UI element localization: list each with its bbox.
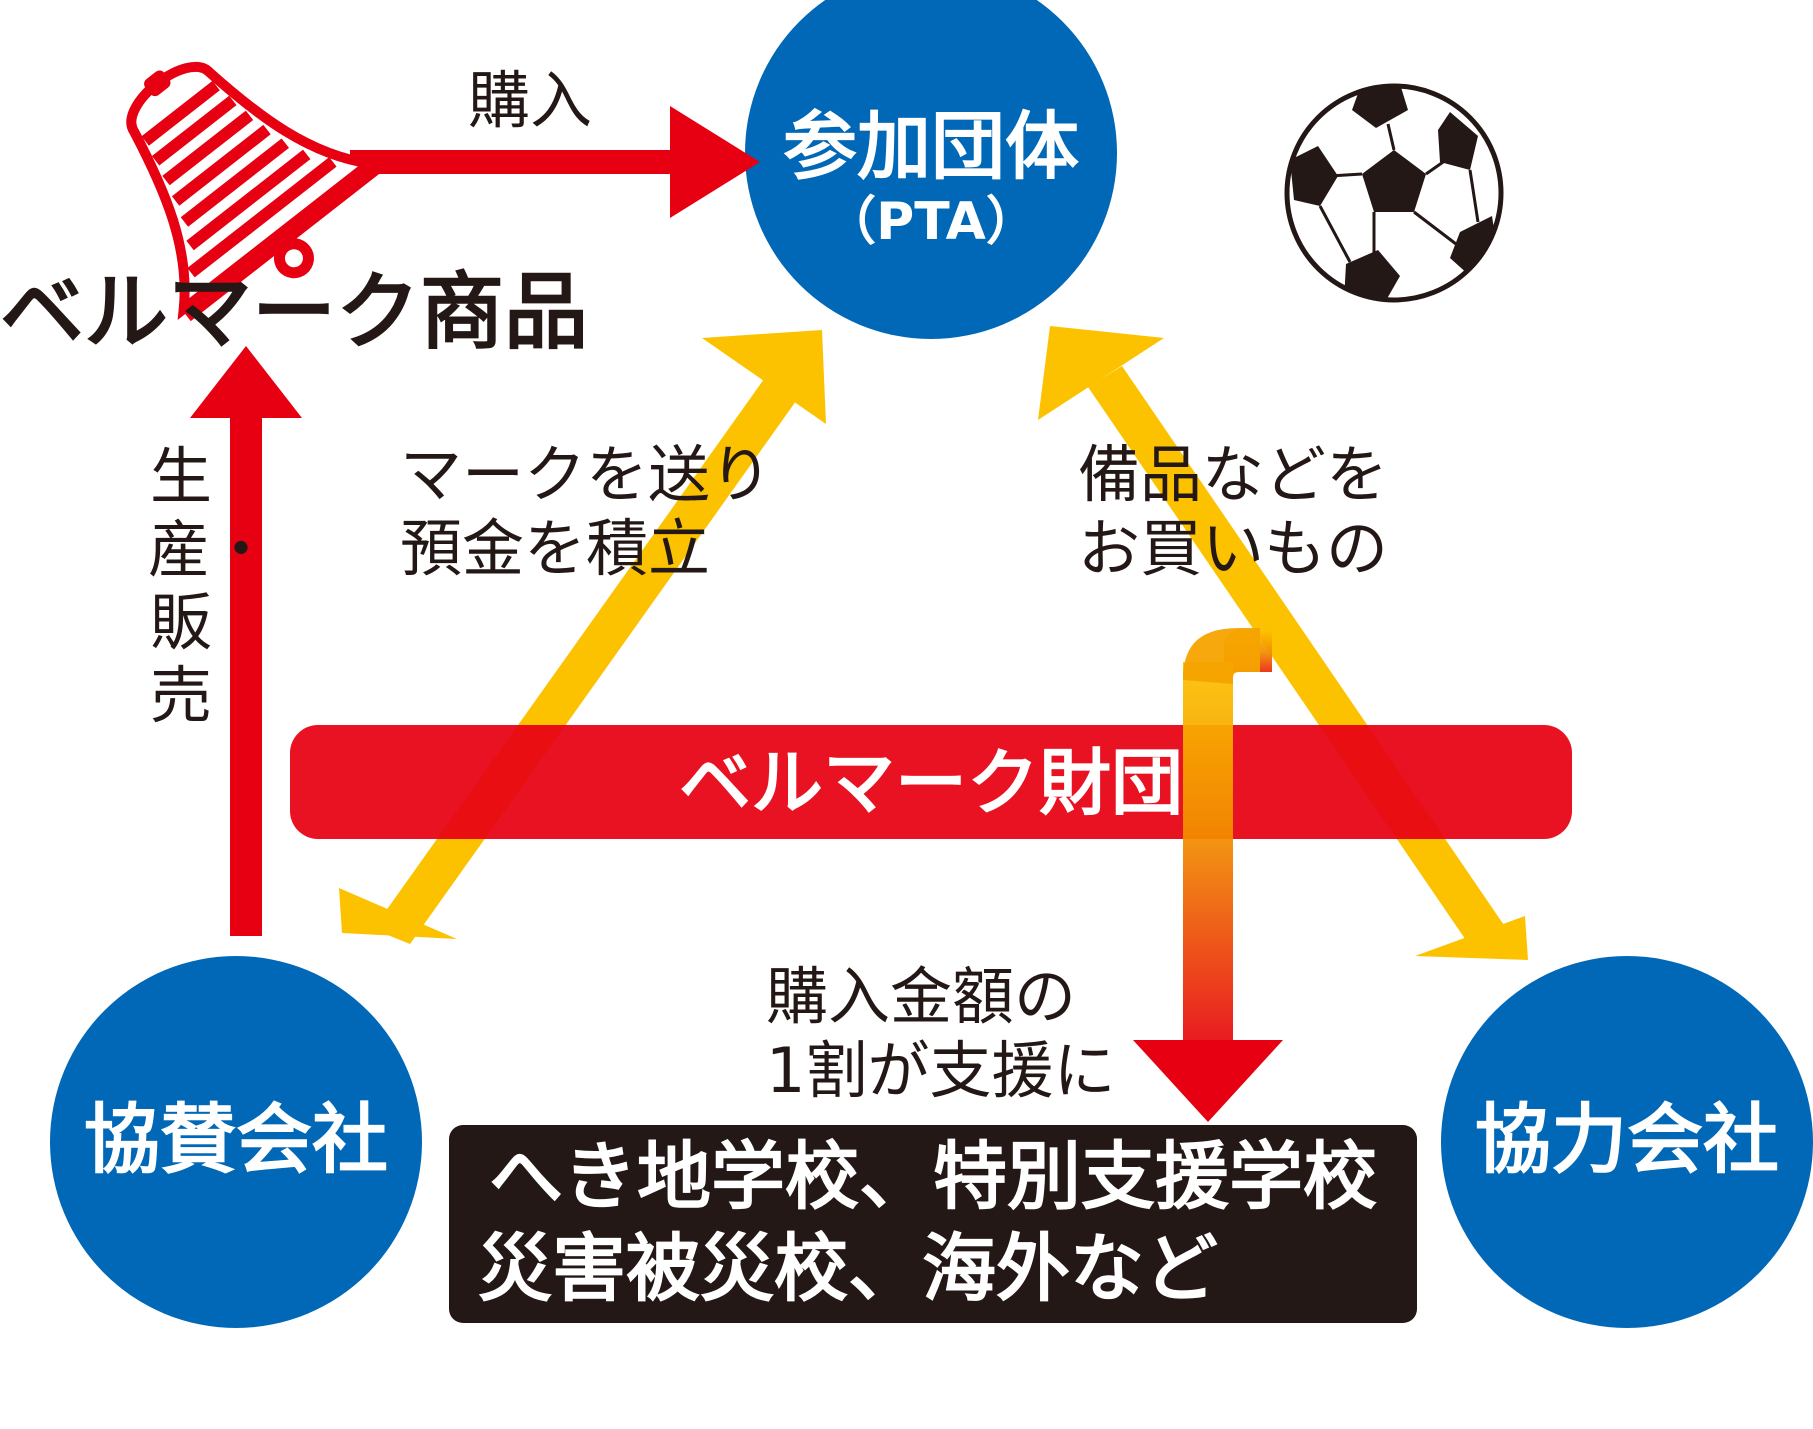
buy-goods-line1: 備品などを [1078,438,1389,511]
send-marks-line2: 預金を積立 [400,512,711,585]
send-marks-arrow [339,330,826,944]
partner-title: 協力会社 [1475,1095,1779,1184]
beneficiaries-line1: へき地学校、特別支援学校 [489,1134,1377,1220]
participating-circle [745,0,1117,339]
foundation-label: ベルマーク財団 [678,741,1183,825]
support-arrow [1133,628,1283,1122]
beneficiaries-box [449,1125,1417,1323]
sponsor-circle [50,956,422,1328]
buy-goods-arrow [1038,326,1528,960]
send-marks-line1: マークを送り [400,438,773,511]
bell-icon [126,61,382,322]
support-line2: 1割が支援に [766,1034,1116,1107]
participating-title: 参加団体 [783,104,1079,190]
product-label: ベルマーク商品 [0,263,589,361]
sponsor-title: 協賛会社 [84,1095,388,1184]
produce-sell-arrow [190,346,302,936]
participating-subtitle: （PTA） [824,192,1038,252]
partner-circle [1441,956,1813,1328]
purchase-label: 購入 [468,64,593,137]
purchase-arrow [350,106,760,218]
beneficiaries-line2: 災害被災校、海外など [478,1226,1218,1312]
produce-sell-label: 生産・販売 [148,440,273,733]
support-line1: 購入金額の [766,960,1077,1033]
soccer-ball-icon [1284,83,1504,303]
foundation-bar [290,725,1572,839]
buy-goods-line2: お買いもの [1078,512,1389,585]
